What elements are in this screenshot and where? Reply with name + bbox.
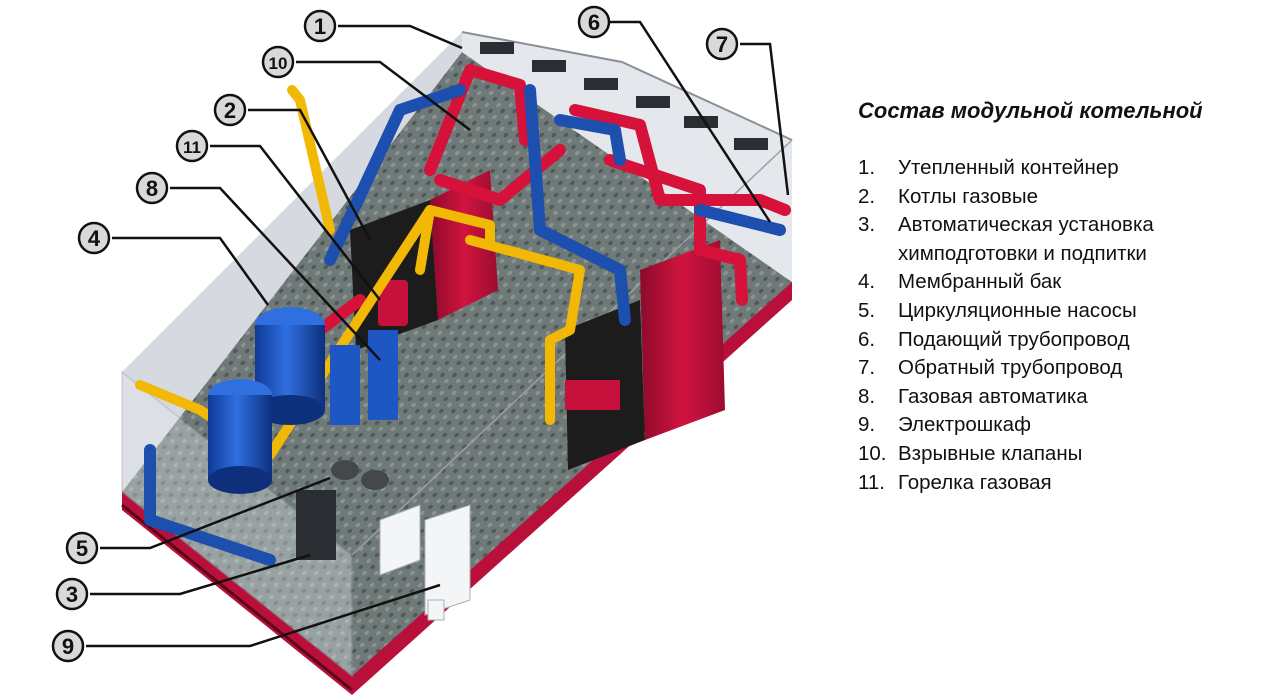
svg-text:9: 9 (62, 634, 74, 659)
callout-5: 5 (65, 531, 99, 565)
legend-item-label: Электрошкаф (898, 413, 1031, 437)
supply-pipes (314, 64, 791, 336)
legend-item-label: Котлы газовые (898, 184, 1039, 208)
callout-10: 10 (261, 45, 295, 79)
legend-item-number: 6. (858, 327, 876, 351)
callout-11: 11 (175, 129, 209, 163)
gas-burner (378, 280, 408, 326)
legend-item-label: Мембранный бак (898, 270, 1062, 294)
legend-item: 1. Утепленный контейнер (858, 154, 1268, 183)
svg-text:8: 8 (146, 176, 158, 201)
legend-item-number: 5. (858, 298, 876, 322)
legend-item: 6. Подающий трубопровод (858, 326, 1268, 355)
gas-pipes (135, 85, 585, 460)
callout-leaders (86, 20, 790, 648)
callout-6: 6 (577, 5, 611, 39)
legend-item: 10. Взрывные клапаны (858, 440, 1268, 469)
wall-vents (480, 42, 768, 150)
gas-boiler-lower (565, 240, 725, 470)
legend-item-number: 11. (858, 470, 885, 494)
container-end-wall (462, 32, 792, 282)
legend-item: 2. Котлы газовые (858, 183, 1268, 212)
legend-item: 8. Газовая автоматика (858, 383, 1268, 412)
legend-item: 11. Горелка газовая (858, 469, 1268, 498)
callouts: 1 10 2 11 8 4 6 7 5 3 9 (51, 5, 739, 663)
legend-item-number: 9. (858, 413, 876, 437)
legend-item-label: Взрывные клапаны (898, 441, 1083, 465)
legend-item-label: Циркуляционные насосы (898, 298, 1137, 322)
legend-item-label: Автоматическая установка химподготовки и… (898, 213, 1154, 265)
legend-item-number: 10. (858, 441, 887, 465)
svg-text:10: 10 (269, 54, 288, 73)
svg-text:11: 11 (183, 138, 201, 157)
callout-3: 3 (55, 577, 89, 611)
legend-item-label: Горелка газовая (898, 470, 1052, 494)
legend-item-label: Обратный трубопровод (898, 356, 1123, 380)
callout-9: 9 (51, 629, 85, 663)
legend-item: 7. Обратный трубопровод (858, 354, 1268, 383)
legend-item: 9. Электрошкаф (858, 411, 1268, 440)
legend-item-number: 4. (858, 270, 876, 294)
svg-text:5: 5 (76, 536, 88, 561)
callout-1: 1 (303, 9, 337, 43)
legend-item-label: Утепленный контейнер (898, 156, 1119, 179)
svg-text:4: 4 (88, 226, 101, 251)
svg-text:1: 1 (314, 14, 326, 39)
legend-item-label: Газовая автоматика (898, 384, 1088, 408)
legend-item: 4. Мембранный бак (858, 268, 1268, 297)
legend-item-number: 1. (858, 156, 876, 179)
legend-item-number: 2. (858, 184, 876, 208)
callout-4: 4 (77, 221, 111, 255)
legend-panel: Состав модульной котельной 1. Утепленный … (858, 98, 1268, 497)
callout-2: 2 (213, 93, 247, 127)
container-front-wall (121, 370, 353, 678)
membrane-tank (208, 307, 325, 494)
container-floor (122, 52, 792, 676)
water-treatment-unit (296, 490, 336, 560)
svg-text:7: 7 (716, 32, 728, 57)
legend-title: Состав модульной котельной (858, 98, 1203, 123)
svg-text:2: 2 (224, 98, 236, 123)
callout-7: 7 (705, 27, 739, 61)
svg-text:3: 3 (66, 582, 78, 607)
legend-item-label: Подающий трубопровод (898, 327, 1130, 351)
legend-item-number: 8. (858, 384, 876, 408)
callout-8: 8 (135, 171, 169, 205)
legend-item-number: 7. (858, 356, 876, 380)
legend-list: 1. Утепленный контейнер 2. Котлы газовые 3. А… (858, 154, 1268, 497)
legend-item: 3. Автоматическая установка химподготовки… (858, 211, 1268, 268)
legend-item-number: 3. (858, 213, 876, 237)
legend-item: 5. Циркуляционные насосы (858, 297, 1268, 326)
svg-text:6: 6 (588, 10, 600, 35)
circulation-pumps (330, 330, 398, 490)
